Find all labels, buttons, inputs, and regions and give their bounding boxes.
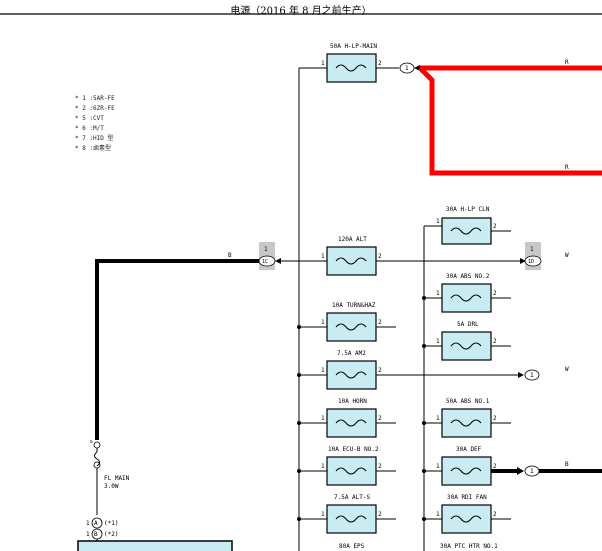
pin-label: 2 xyxy=(493,511,497,518)
page-title: 电源（2016 年 8 月之前生产） xyxy=(230,6,372,17)
fuse-label: 30A RDI FAN xyxy=(447,494,487,501)
pin-label: 2 xyxy=(378,511,382,518)
fuse-label: 30A H-LP CLN xyxy=(446,206,490,213)
note-line: * 7 :HID 型 xyxy=(75,135,114,142)
pin-label: 1 xyxy=(321,319,325,326)
notes-legend: * 1 :5AR-FE * 2 :6ZR-FE * 5 :CVT * 6 :M/… xyxy=(75,94,115,154)
wire-color-label: R xyxy=(565,164,569,171)
connector-label: 1C xyxy=(262,259,268,265)
pin-label: 2 xyxy=(493,463,497,470)
fuse-alt-s: 7.5A ALT-S 1 2 xyxy=(297,494,396,534)
fuse-label: 30A DEF xyxy=(456,446,482,453)
fuse-h-lp-main: 50A H-LP-MAIN 1 2 xyxy=(299,43,399,83)
fuse-def: 30A DEF 1 2 xyxy=(422,446,497,486)
fl-label-1: FL MAIN xyxy=(104,475,130,482)
pin-label: 1 xyxy=(436,338,440,345)
connector-1d: 1 1D xyxy=(520,242,542,270)
pin-label: 1 xyxy=(321,415,325,422)
connector-label: 1D xyxy=(528,259,534,265)
pin-label: 2 xyxy=(493,290,497,297)
pin-label: 1 xyxy=(436,290,440,297)
battery-wire xyxy=(95,259,262,440)
pin-label: 1 xyxy=(436,511,440,518)
pin-label: 1 xyxy=(321,463,325,470)
pin-label: 2 xyxy=(378,319,382,326)
fl-label-2: 3.0W xyxy=(104,483,119,490)
red-wire-bottom xyxy=(418,66,602,176)
connector-pin: 1 xyxy=(405,65,409,72)
note-a: (*1) xyxy=(104,520,118,527)
pin-label: 1 xyxy=(321,60,325,67)
pin-label: 1 xyxy=(436,218,440,225)
pin-label: 2 xyxy=(493,223,497,230)
wire-color-label: B xyxy=(565,461,569,468)
pin-label: 2 xyxy=(378,367,382,374)
pin-label: 2 xyxy=(378,463,382,470)
pin-label: 2 xyxy=(378,415,382,422)
wire-color-label: W xyxy=(565,366,569,373)
fuse-horn: 10A HORN 1 2 xyxy=(297,398,396,438)
pin-label: 2 xyxy=(378,60,382,67)
pin-label: 2 xyxy=(493,415,497,422)
conn-a: A xyxy=(94,520,98,527)
connector-out-am2: 1 xyxy=(518,369,540,381)
pin-label: 1 xyxy=(436,415,440,422)
wire-color-label: B xyxy=(228,252,232,259)
connector-pin: 1 xyxy=(530,372,534,379)
pin-a: 1 xyxy=(86,520,90,527)
note-line: * 6 :M/T xyxy=(75,125,104,132)
connector-out-def: 1 xyxy=(517,465,540,477)
fuse-h-lp-cln: 30A H-LP CLN 1 2 xyxy=(424,206,511,245)
svg-text:m: m xyxy=(90,439,93,444)
fuse-label: 7.5A ALT-S xyxy=(334,494,371,501)
fuse-drl: 5A DRL 1 2 xyxy=(422,321,511,361)
note-b: (*2) xyxy=(104,531,118,538)
fuse-rdi-fan: 30A RDI FAN 1 2 xyxy=(422,494,511,534)
connector-pin: 1 xyxy=(264,246,268,253)
fuse-label: 10A TURN&HAZ xyxy=(332,302,376,309)
fuse-label: 5A DRL xyxy=(457,321,479,328)
fuse-label: 30A PTC HTR NO.1 xyxy=(440,543,498,550)
pin-label: 1 xyxy=(321,253,325,260)
fuse-abs-no1: 50A ABS NO.1 1 2 xyxy=(422,398,511,438)
note-line: * 8 :卤素型 xyxy=(75,145,112,152)
note-line: * 2 :6ZR-FE xyxy=(75,105,115,112)
connector-out-1: 1 xyxy=(399,62,420,74)
pin-label: 1 xyxy=(436,463,440,470)
pin-b: 1 xyxy=(86,531,90,538)
fuse-label: 7.5A AM2 xyxy=(337,350,366,357)
fuse-label: 80A EPS xyxy=(339,543,365,550)
pin-label: 2 xyxy=(493,338,497,345)
connector-pin: 1 xyxy=(530,246,534,253)
fuse-label: 30A ABS NO.2 xyxy=(446,273,490,280)
fuse-label: 50A H-LP-MAIN xyxy=(330,43,377,50)
fuse-label: 10A ECU-B NO.2 xyxy=(328,446,379,453)
note-line: * 1 :5AR-FE xyxy=(75,95,115,102)
fusible-link: FL MAIN 3.0W m xyxy=(90,439,130,515)
connector-1c: 1 1C xyxy=(258,242,281,270)
fuse-label: 120A ALT xyxy=(338,236,367,243)
battery-connectors: 1 A (*1) 1 B (*2) xyxy=(77,517,233,551)
fuse-ecu-b-no2: 10A ECU-B NO.2 1 2 xyxy=(297,446,396,486)
fuse-label: 50A ABS NO.1 xyxy=(446,398,490,405)
conn-b: B xyxy=(94,531,98,538)
wire-color-label: R xyxy=(565,59,569,66)
note-line: * 5 :CVT xyxy=(75,115,104,122)
fuse-label: 10A HORN xyxy=(338,398,367,405)
fuse-turn-haz: 10A TURN&HAZ 1 2 xyxy=(297,302,396,342)
fuse-abs-no2: 30A ABS NO.2 1 2 xyxy=(422,273,511,313)
pin-label: 1 xyxy=(321,511,325,518)
pin-label: 2 xyxy=(378,253,382,260)
fuse-am2: 7.5A AM2 1 2 xyxy=(297,350,518,390)
fuse-alt: 120A ALT 1 2 xyxy=(299,236,520,276)
pin-label: 1 xyxy=(321,367,325,374)
connector-pin: 1 xyxy=(530,468,534,475)
wire-color-label: W xyxy=(565,252,569,259)
